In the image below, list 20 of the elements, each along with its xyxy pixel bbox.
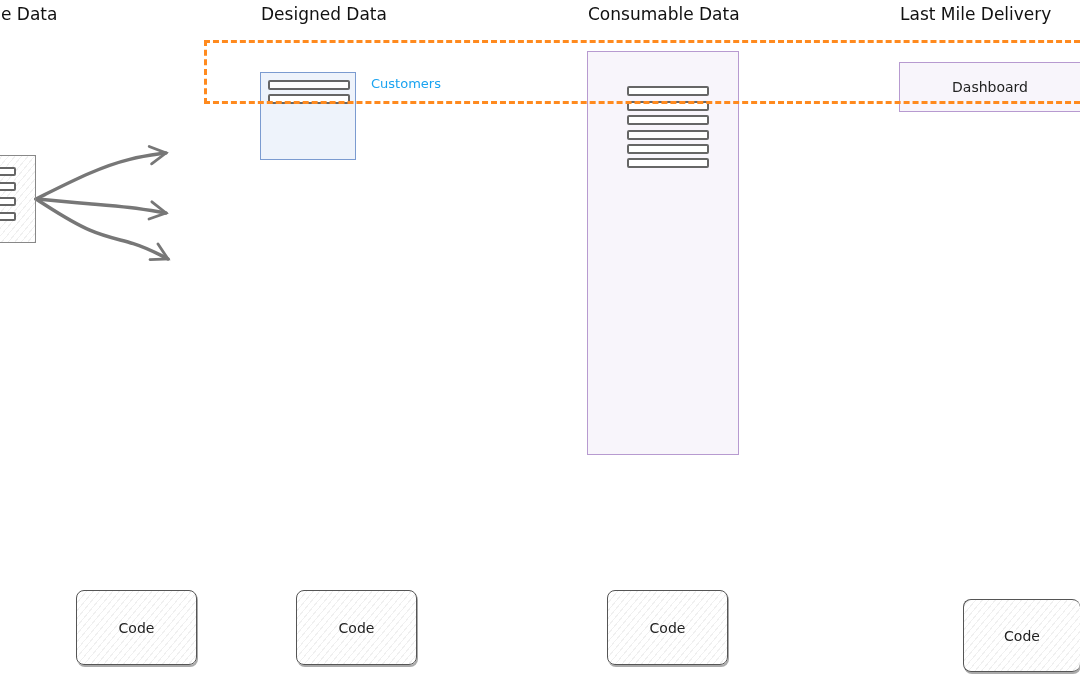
table-drawing [587,51,739,455]
code-box [296,590,417,665]
column-heading: Consumable Data [588,4,740,24]
arrow [34,197,170,261]
code-box [76,590,197,665]
code-box [607,590,728,665]
table-drawing [260,72,356,160]
column-heading: Customers [371,76,441,91]
arrow [34,145,168,201]
code-box [963,599,1080,672]
box-label: Code [338,619,375,636]
column-heading: e Data [1,4,58,24]
dashboard-box [899,62,1080,112]
table-drawing [0,155,36,243]
box-label: Code [649,619,686,636]
column-heading: Designed Data [261,4,387,24]
box-label: Code [118,619,155,636]
box-label: Code [1004,627,1040,644]
box-label: Dashboard [952,79,1028,95]
column-heading: Last Mile Delivery [900,4,1052,24]
